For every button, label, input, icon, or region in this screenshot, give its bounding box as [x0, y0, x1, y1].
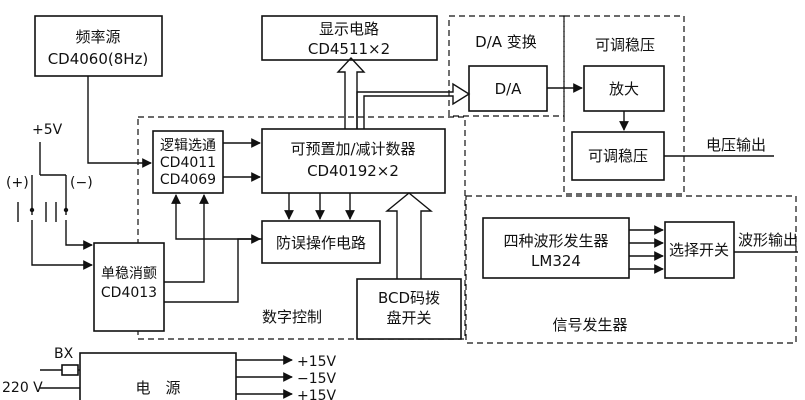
push-switches [17, 142, 93, 270]
output-plus15v-2: +15V [297, 388, 337, 400]
frequency-source-block: 频率源 CD4060(8Hz) [34, 15, 163, 77]
logic-select-title: 逻辑选通 [160, 138, 216, 154]
signal-generator-region [465, 195, 797, 344]
amplifier-block: 放大 [583, 65, 665, 112]
counter-chip: CD40192×2 [307, 162, 399, 180]
waveform-gen-title: 四种波形发生器 [503, 232, 608, 250]
bcd-switch-block: BCD码拨 盘开关 [356, 278, 462, 340]
amplifier-label: 放大 [609, 80, 639, 98]
waveform-gen-chip: LM324 [531, 252, 581, 270]
voltage-output-label: 电压输出 [706, 136, 766, 154]
waveform-output-label: 波形输出 [738, 231, 798, 249]
power-supply-label: 电 源 [135, 379, 180, 397]
output-plus15v-1: +15V [297, 354, 337, 370]
anti-misop-label: 防误操作电路 [276, 234, 366, 252]
counter-block: 可预置加/减计数器 CD40192×2 [261, 128, 446, 194]
bcd-title2: 盘开关 [386, 309, 431, 327]
counter-to-display-arrow [336, 56, 366, 129]
anti-misoperation-block: 防误操作电路 [261, 220, 381, 264]
output-minus15v: −15V [297, 371, 337, 387]
power-supply-block: 电 源 [79, 352, 237, 400]
fuse-label: BX [54, 346, 74, 362]
monostable-debounce-block: 单稳消颤 CD4013 [93, 242, 165, 332]
select-switch-block: 选择开关 [664, 221, 735, 279]
freq-source-title: 频率源 [75, 28, 120, 46]
da-label: D/A [495, 80, 523, 98]
display-title: 显示电路 [319, 20, 379, 38]
digital-control-region [137, 116, 466, 340]
mains-label: 220 V [2, 380, 43, 396]
da-converter-block: D/A [468, 65, 548, 112]
adj-regulator-label: 可调稳压 [588, 147, 648, 165]
bcd-title: BCD码拨 [378, 289, 440, 307]
signal-generator-label: 信号发生器 [552, 316, 627, 334]
logic-select-chip2: CD4069 [160, 172, 216, 188]
minus-key-label: (−) [70, 175, 93, 191]
plus-5v-label: +5V [32, 122, 63, 138]
select-switch-label: 选择开关 [669, 241, 729, 259]
regulator-region [563, 15, 685, 195]
freq-source-chip: CD4060(8Hz) [48, 50, 149, 68]
counter-title: 可预置加/减计数器 [290, 140, 415, 158]
regulator-region-label: 可调稳压 [595, 36, 655, 54]
monostable-title: 单稳消颤 [101, 266, 157, 282]
adjustable-regulator-block: 可调稳压 [571, 131, 665, 181]
da-region-label: D/A 变换 [475, 33, 537, 51]
counter-to-da-arrow [356, 82, 471, 129]
bcd-to-counter-arrow [385, 192, 433, 279]
logic-select-block: 逻辑选通 CD4011 CD4069 [152, 130, 224, 194]
digital-control-label: 数字控制 [262, 308, 322, 326]
display-chip: CD4511×2 [308, 40, 390, 58]
plus-key-label: (+) [6, 175, 29, 191]
fuse [40, 364, 80, 389]
monostable-chip: CD4013 [101, 285, 157, 301]
logic-select-chip1: CD4011 [160, 155, 216, 171]
display-circuit-block: 显示电路 CD4511×2 [261, 15, 438, 61]
waveform-generator-block: 四种波形发生器 LM324 [482, 217, 630, 279]
